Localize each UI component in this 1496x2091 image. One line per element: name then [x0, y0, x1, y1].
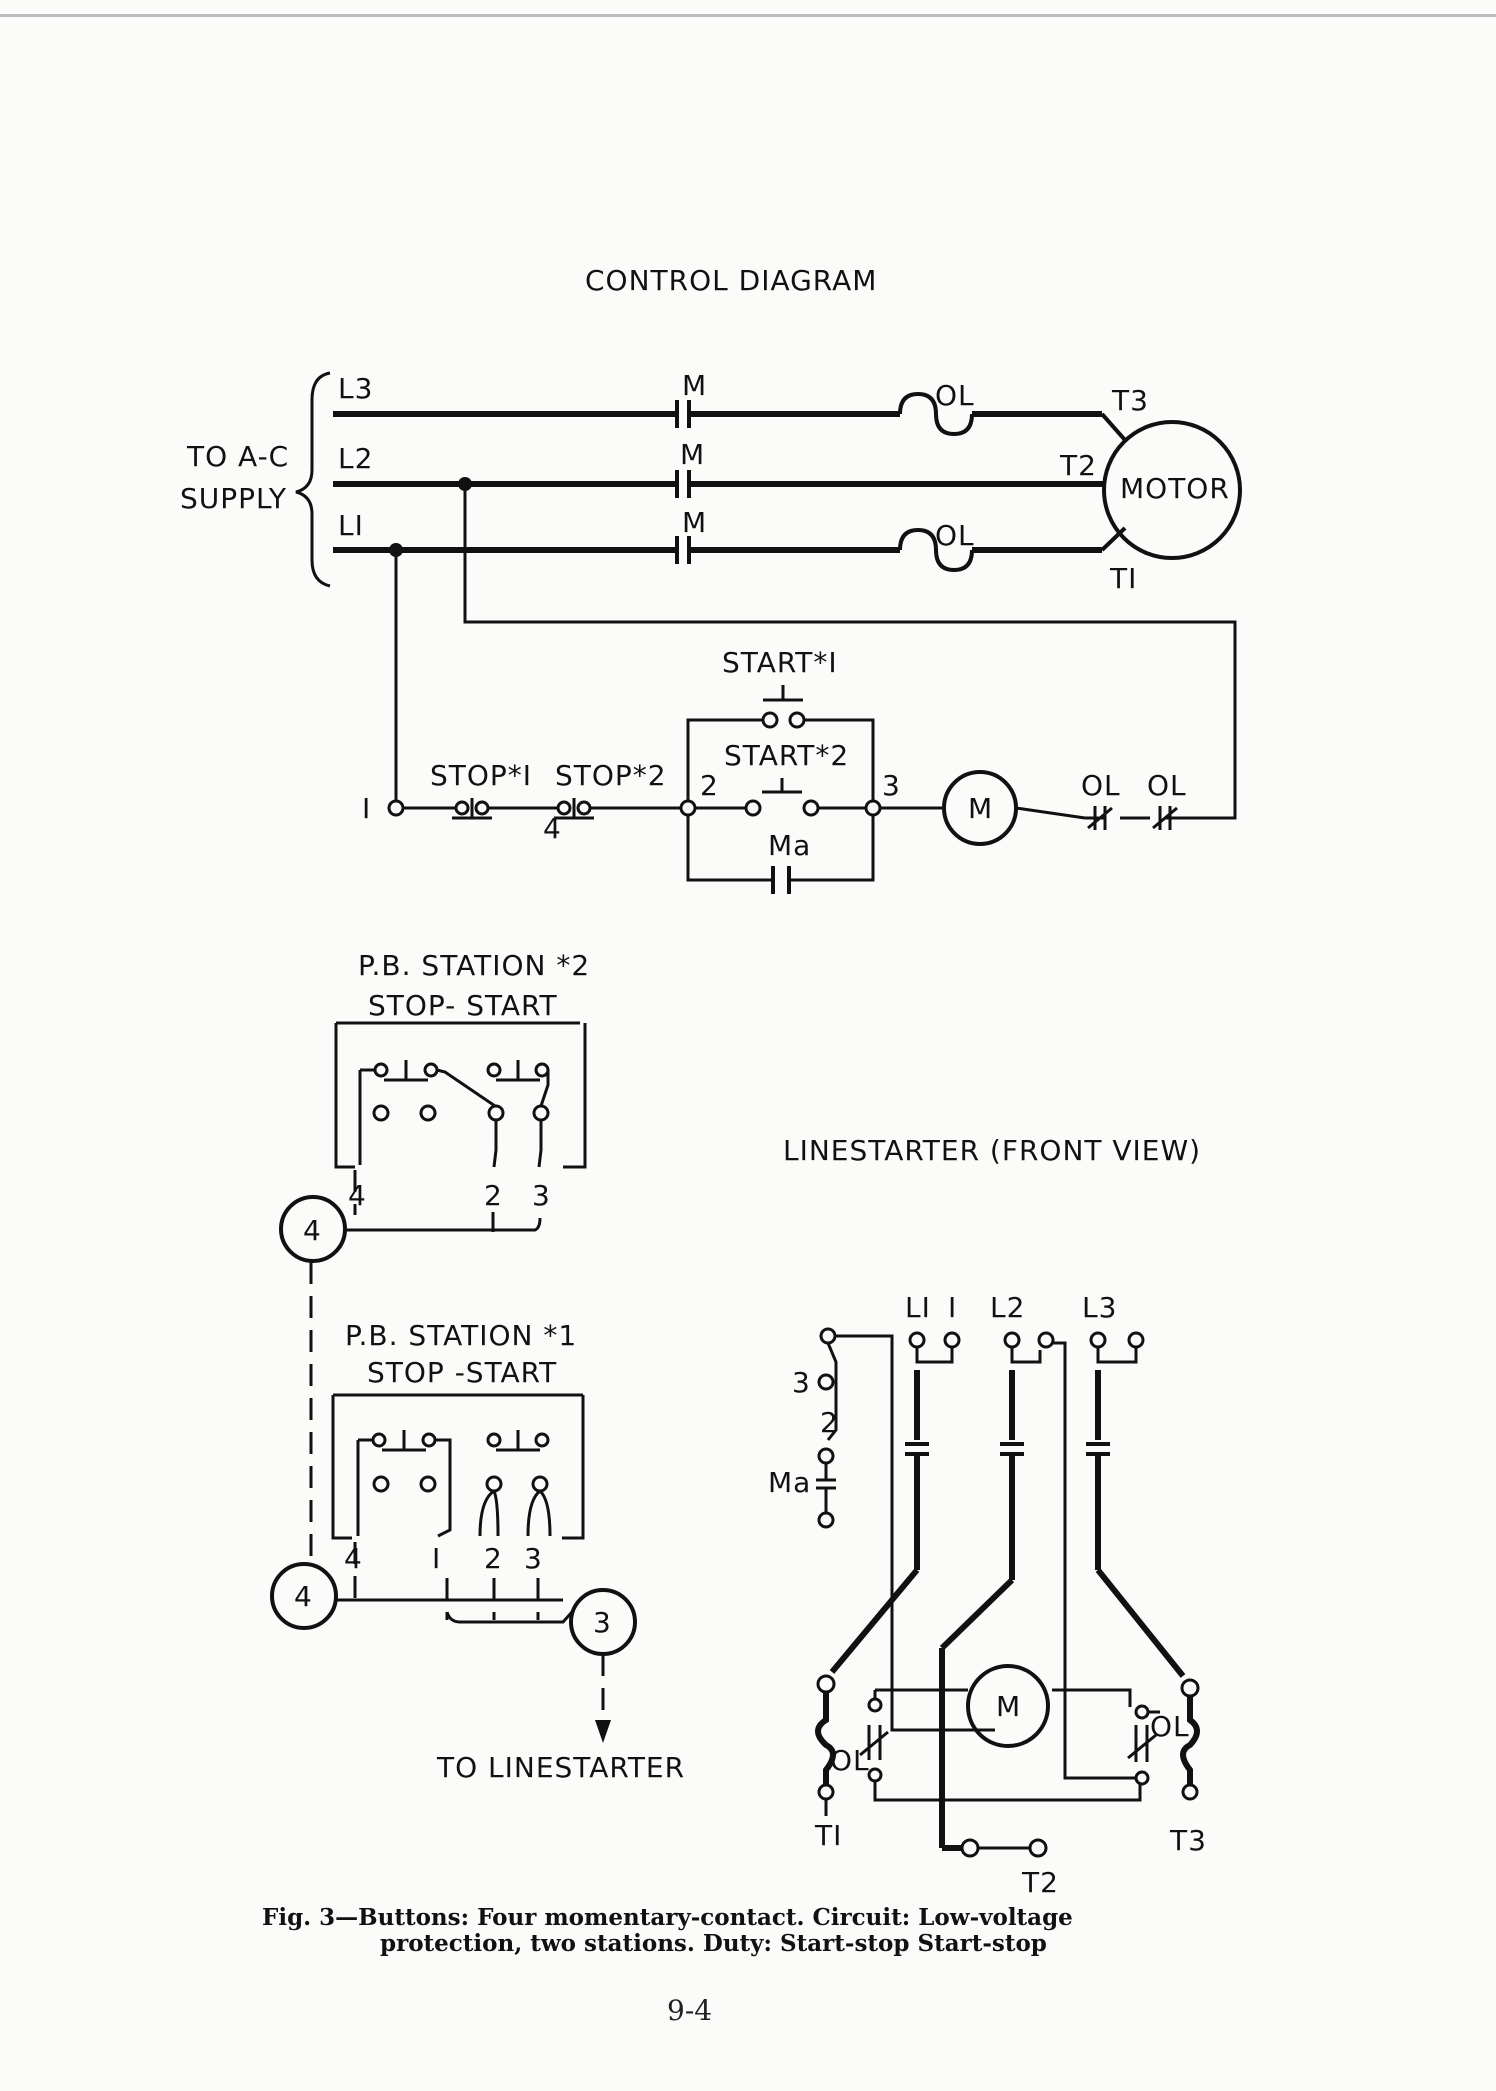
start-2-label: START*2: [724, 739, 849, 772]
stop-2-label: STOP*2: [555, 759, 667, 792]
line-label-l2: L2: [338, 442, 373, 475]
control-diagram-title: CONTROL DIAGRAM: [585, 264, 877, 297]
pb-station-1-title: P.B. STATION *1: [345, 1319, 577, 1352]
power-line-l3: [333, 391, 1127, 442]
front-ma-label: Ma: [768, 1466, 811, 1499]
front-l1-i-label: I: [948, 1291, 957, 1324]
linestarter-front-view: [815, 1327, 1200, 1858]
top-rule: [0, 14, 1496, 17]
stop-1-label: STOP*I: [430, 759, 532, 792]
front-ol-label-right: OL: [1150, 1710, 1190, 1743]
ol-contact-1-label: OL: [1081, 769, 1121, 802]
stop-2-button: [554, 798, 594, 820]
pb1-wiring: [336, 1542, 611, 1743]
control-circuit-wiring: [394, 484, 1237, 882]
front-t2-label: T2: [1021, 1866, 1059, 1899]
front-view-title: LINESTARTER (FRONT VIEW): [783, 1134, 1201, 1167]
control-terminal-2: [679, 799, 697, 817]
line-label-l1: LI: [338, 509, 364, 542]
control-terminal-1: [387, 799, 405, 817]
ol-label-l3: OL: [935, 379, 975, 412]
pb2-terminal-4: 4: [348, 1179, 367, 1212]
supply-brace: [295, 371, 331, 588]
coil-label: M: [968, 792, 993, 825]
control-node-2: 2: [700, 769, 719, 802]
contact-m-l3: M: [682, 369, 707, 402]
ol-label-l1: OL: [935, 519, 975, 552]
front-terminal-3: 3: [792, 1366, 811, 1399]
front-l2-label: L2: [990, 1291, 1025, 1324]
pb1-terminal-1: I: [432, 1542, 441, 1575]
contact-m-l2: M: [680, 438, 705, 471]
junction-3: [569, 1588, 637, 1656]
front-l1-label: LI: [905, 1291, 931, 1324]
control-node-4: 4: [543, 812, 562, 845]
start-2-button: [744, 778, 820, 817]
pb-station-1-subtitle: STOP -START: [367, 1356, 557, 1389]
junction-4-lower-label: 4: [294, 1580, 313, 1613]
contact-m-l1: M: [682, 506, 707, 539]
junction-4-upper: [279, 1195, 347, 1263]
front-ol-label-left: OL: [830, 1744, 870, 1777]
motor-symbol: [1102, 420, 1242, 560]
line-label-l3: L3: [338, 372, 373, 405]
ma-contact: [771, 866, 791, 894]
front-coil-label: M: [996, 1690, 1021, 1723]
caption-line-1: Fig. 3—Buttons: Four momentary-contact. …: [262, 1904, 1073, 1931]
junction-3-label: 3: [593, 1606, 612, 1639]
pb-station-2-title: P.B. STATION *2: [358, 949, 590, 982]
pb-station-1-box: [331, 1393, 585, 1540]
ma-label: Ma: [768, 829, 811, 862]
terminal-t3-label: T3: [1111, 384, 1149, 417]
ol-contacts: [1087, 806, 1178, 830]
motor-label: MOTOR: [1120, 472, 1230, 505]
to-linestarter-label: TO LINESTARTER: [436, 1751, 685, 1784]
control-node-1: I: [362, 792, 371, 825]
pb2-terminal-3: 3: [532, 1179, 551, 1212]
front-l3-label: L3: [1082, 1291, 1117, 1324]
pb-station-2-subtitle: STOP- START: [368, 989, 558, 1022]
power-line-l2: [333, 470, 1103, 498]
stop-1-button: [452, 798, 492, 820]
pb1-terminal-2: 2: [484, 1542, 503, 1575]
coil-m: [942, 770, 1018, 846]
caption-line-2: protection, two stations. Duty: Start-st…: [380, 1930, 1047, 1957]
power-line-l1: [333, 526, 1127, 573]
supply-label-1: TO A-C: [186, 440, 289, 473]
ol-contact-2-label: OL: [1147, 769, 1187, 802]
start-1-label: START*I: [722, 646, 838, 679]
pb1-terminal-4: 4: [344, 1542, 363, 1575]
front-t3-label: T3: [1169, 1824, 1207, 1857]
pb2-wiring: [346, 1170, 542, 1232]
terminal-t2-label: T2: [1059, 449, 1097, 482]
front-coil-m: [966, 1664, 1050, 1748]
junction-4-lower: [270, 1562, 338, 1630]
front-terminal-2: 2: [820, 1406, 839, 1439]
supply-label-2: SUPPLY: [180, 482, 287, 515]
pb-station-2-box: [334, 1021, 587, 1169]
terminal-t1-label: TI: [1109, 562, 1137, 595]
start-1-button: [761, 685, 806, 729]
control-terminal-3: [864, 799, 882, 817]
front-t1-label: TI: [814, 1819, 842, 1852]
control-node-3: 3: [882, 769, 901, 802]
junction-4-upper-label: 4: [303, 1214, 322, 1247]
page-number: 9-4: [667, 1994, 712, 2027]
pb2-terminal-2: 2: [484, 1179, 503, 1212]
pb1-terminal-3: 3: [524, 1542, 543, 1575]
